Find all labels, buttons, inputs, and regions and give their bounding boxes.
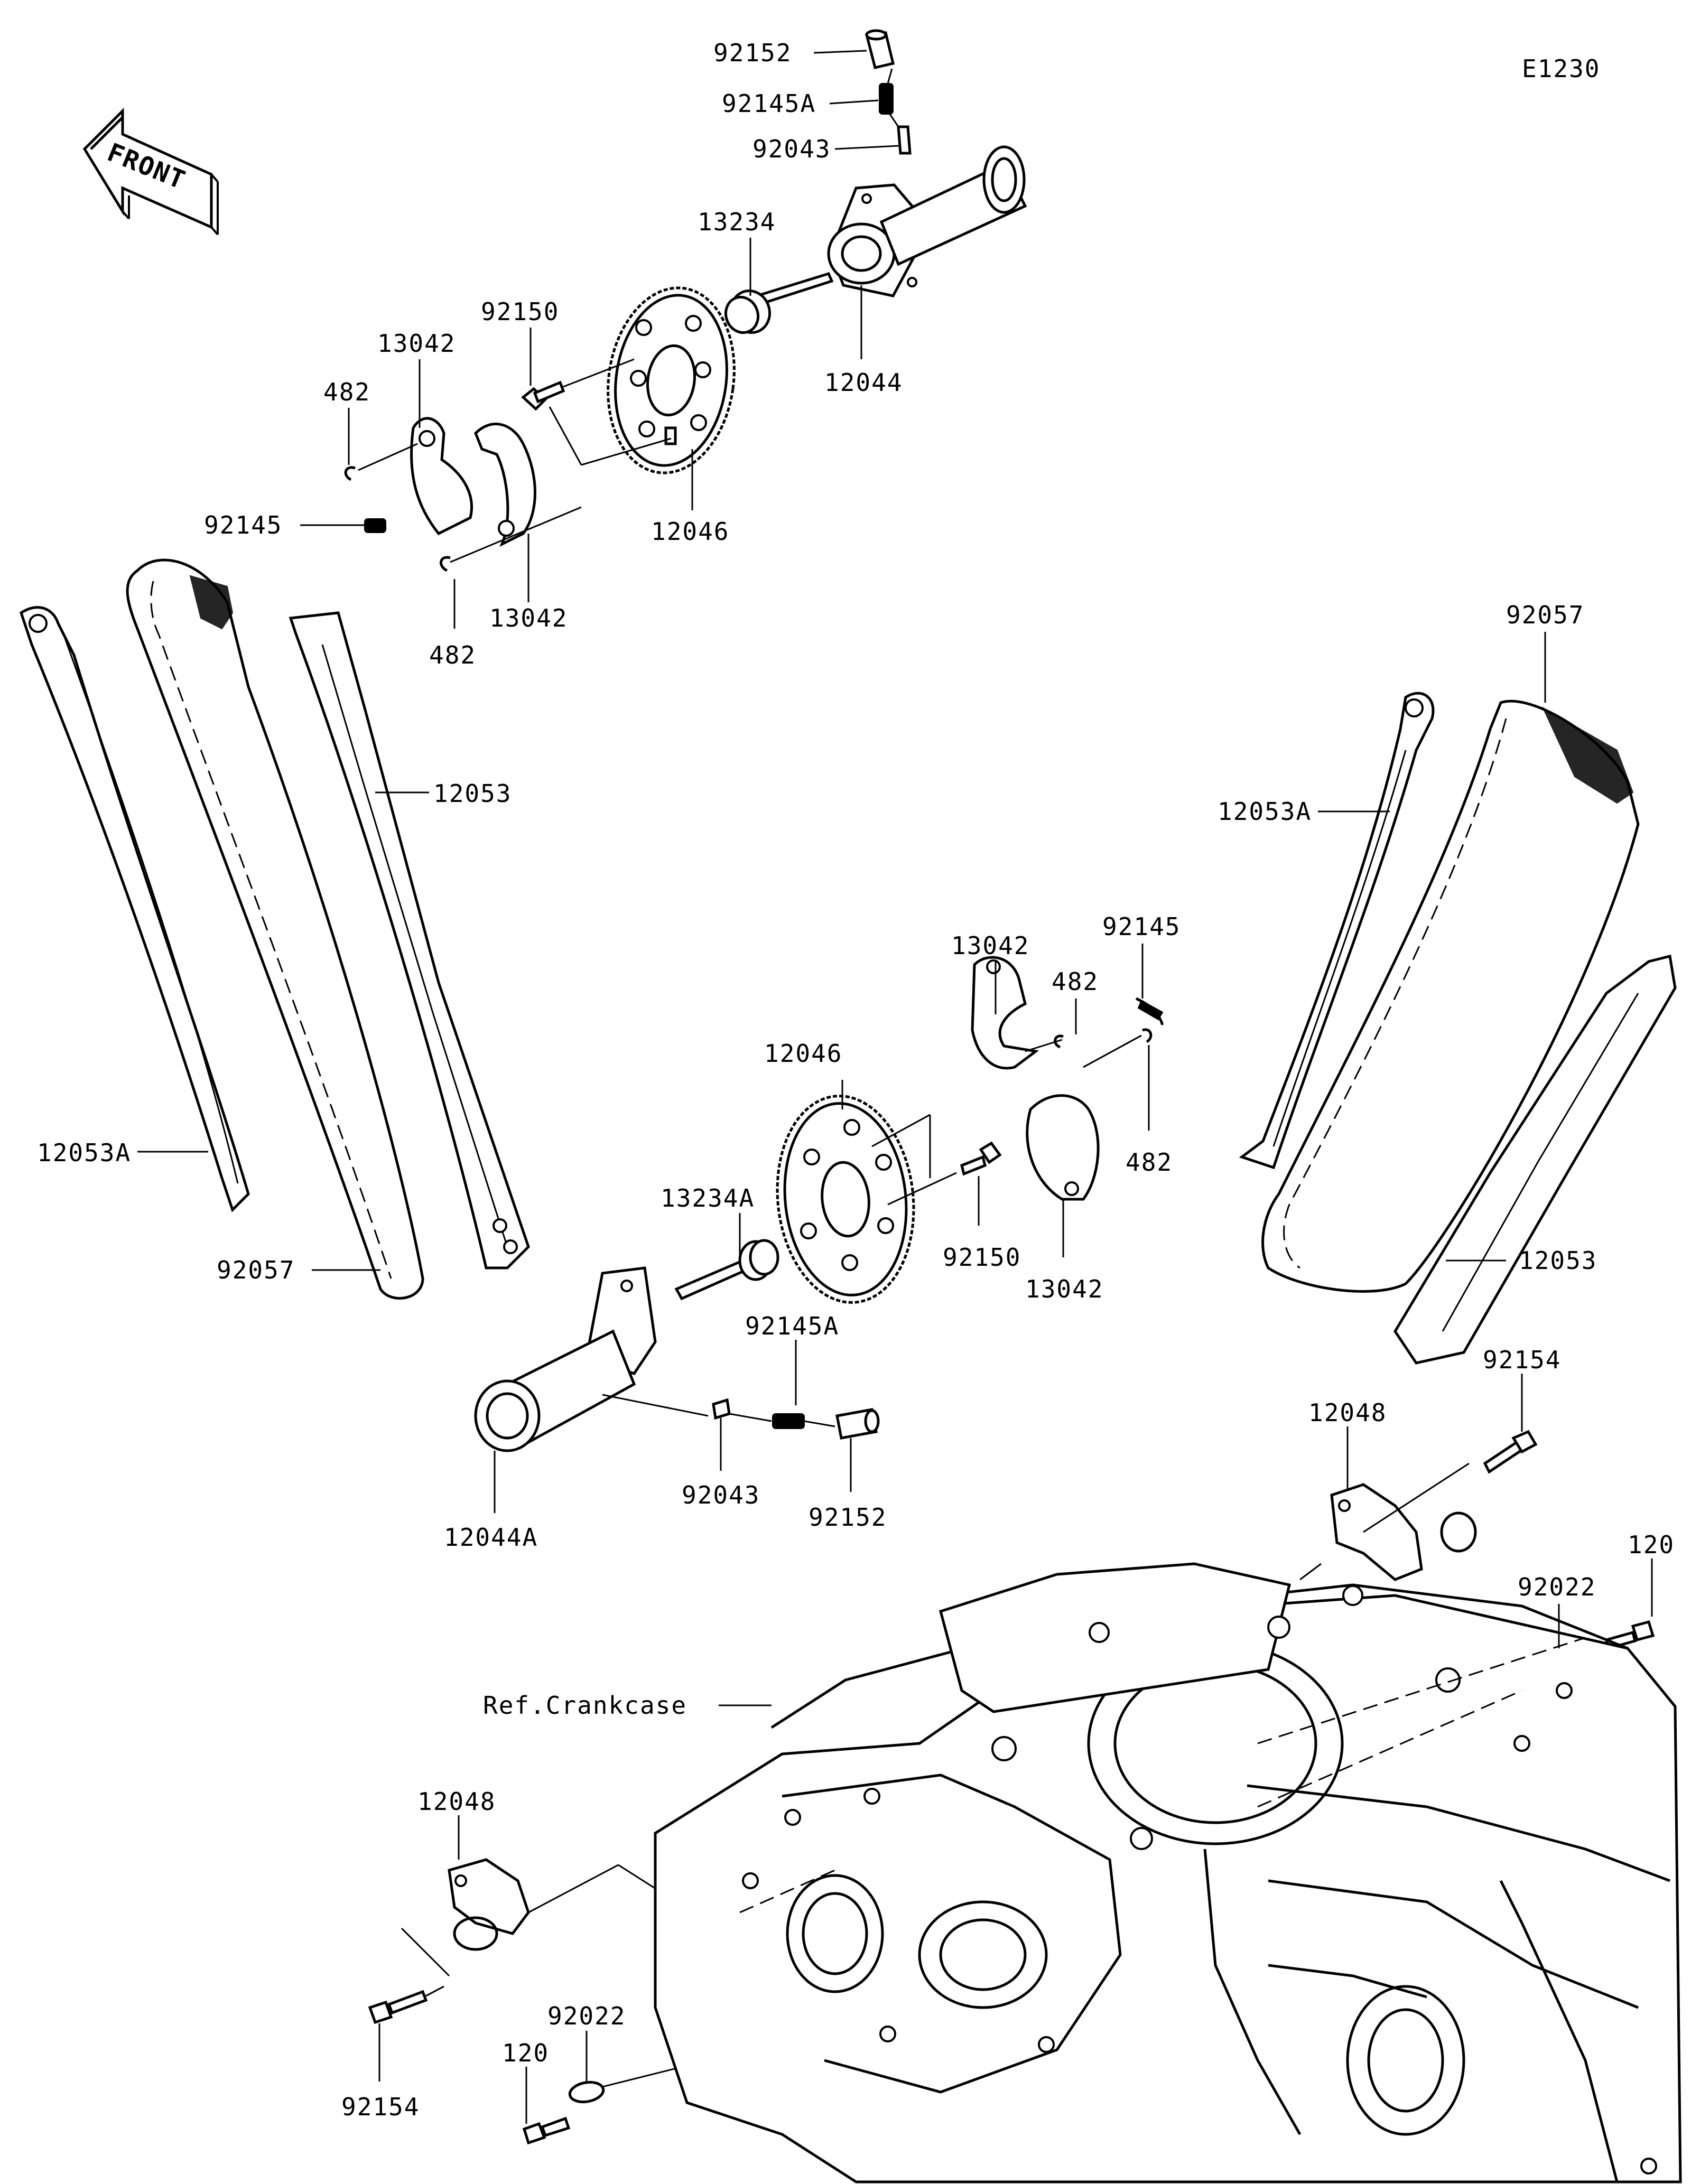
callout-92154-right: 92154 — [1483, 1346, 1561, 1374]
callout-12046-mid: 12046 — [764, 1039, 842, 1068]
reference-crankcase-label: Ref.Crankcase — [483, 1691, 687, 1720]
callout-92145A-top: 92145A — [722, 89, 816, 118]
callout-92057-left: 92057 — [217, 1256, 295, 1284]
diagram-code: E1230 — [1522, 54, 1600, 83]
callout-92057-right: 92057 — [1506, 601, 1584, 629]
bolt-120-left — [522, 2116, 571, 2145]
bolt-92150-top — [521, 380, 565, 411]
chain-92057-left — [126, 558, 424, 1300]
clip-482-top-b — [440, 556, 451, 572]
clip-482-mid-a — [1054, 1034, 1064, 1049]
shaft-13234A — [674, 1239, 779, 1301]
clip-482-top-a — [344, 466, 356, 481]
tensioner-12048-left — [448, 1858, 530, 1951]
bolt-92150-mid — [960, 1141, 1002, 1176]
callout-labels: 92152 92145A 92043 13234 12044 92150 130… — [37, 39, 1675, 2121]
callout-92154-left: 92154 — [341, 2093, 420, 2121]
callout-120-left: 120 — [502, 2039, 549, 2067]
sprocket-12046-mid — [776, 1095, 915, 1304]
callout-92043-top: 92043 — [752, 135, 831, 163]
tensioner-12048-right — [1330, 1483, 1477, 1581]
front-arrow-icon: FRONT — [82, 107, 219, 236]
callout-482-mid-b: 482 — [1126, 1148, 1173, 1177]
pin-92043-mid — [712, 1398, 731, 1420]
bolt-92154-right — [1483, 1430, 1538, 1474]
shaft-13234 — [724, 272, 834, 334]
callout-12053-left: 12053 — [433, 779, 512, 808]
callout-120-right: 120 — [1628, 1530, 1675, 1559]
weight-13042-top-b — [474, 423, 536, 547]
callout-12053-right: 12053 — [1519, 1246, 1597, 1275]
bolt-92154-left — [368, 1990, 428, 2024]
callout-13234: 13234 — [698, 208, 776, 236]
callout-92150-mid: 92150 — [943, 1243, 1021, 1272]
callout-12044: 12044 — [824, 368, 903, 397]
callout-12044A: 12044A — [444, 1523, 538, 1552]
washer-92022-left — [568, 2080, 605, 2104]
weight-13042-top-a — [410, 417, 473, 536]
callout-12053A-right: 12053A — [1218, 797, 1312, 826]
callout-92022-right: 92022 — [1518, 1573, 1596, 1601]
callout-92150-top: 92150 — [481, 297, 559, 326]
callout-92043-mid: 92043 — [682, 1481, 760, 1509]
weight-13042-mid-a — [971, 956, 1039, 1070]
callout-482-top-b: 482 — [429, 641, 476, 669]
callout-13042-top-b: 13042 — [489, 604, 568, 632]
callout-92145A-mid: 92145A — [745, 1312, 839, 1340]
callout-92152-top: 92152 — [713, 39, 792, 67]
spring-92145A-top — [879, 83, 894, 115]
callout-482-top-a: 482 — [323, 378, 370, 406]
spring-92145-mid — [1135, 997, 1164, 1025]
callout-92152-mid: 92152 — [809, 1503, 887, 1532]
callout-12048-left: 12048 — [417, 1787, 496, 1816]
chain-92057-right — [1261, 699, 1640, 1293]
guide-12053A-left — [20, 606, 250, 1212]
crankcase-reference — [654, 1562, 1682, 2183]
plug-92152-top — [865, 29, 895, 69]
callout-92145-top: 92145 — [204, 511, 282, 539]
camshaft-12044 — [827, 145, 1027, 297]
plug-92152-mid — [835, 1408, 880, 1440]
clip-482-mid-b — [1142, 1028, 1153, 1043]
guide-12053-left — [289, 611, 530, 1270]
callout-13042-mid-a: 13042 — [951, 931, 1029, 960]
sprocket-12046-top — [607, 286, 736, 474]
callout-13042-top-a: 13042 — [377, 329, 456, 358]
callout-12053A-left: 12053A — [37, 1138, 131, 1167]
callout-13234A: 13234A — [661, 1184, 755, 1212]
callout-12046-top: 12046 — [651, 517, 729, 546]
camshaft-12044A — [474, 1266, 657, 1452]
weight-13042-mid-b — [1026, 1094, 1100, 1201]
callout-482-mid-a: 482 — [1052, 967, 1099, 996]
callout-92145-mid: 92145 — [1102, 912, 1181, 941]
callout-92022-left: 92022 — [547, 2002, 626, 2030]
callout-12048-right: 12048 — [1308, 1398, 1387, 1427]
spring-92145A-mid — [772, 1413, 805, 1429]
callout-13042-mid-b: 13042 — [1025, 1275, 1103, 1303]
pin-92043-top — [897, 125, 912, 155]
leader-lines — [137, 50, 1653, 2124]
spring-92145-top — [364, 518, 386, 533]
